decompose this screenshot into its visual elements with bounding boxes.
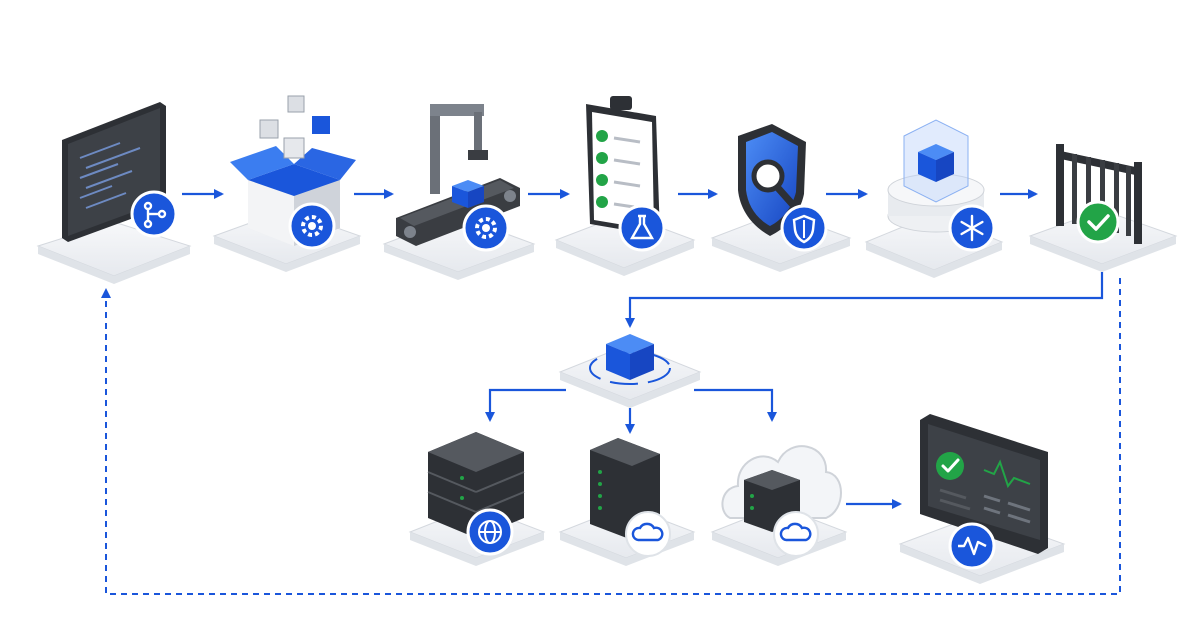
- shield-icon: [780, 204, 828, 252]
- stage-test[interactable]: [554, 96, 696, 276]
- blue-cube-icon: [606, 334, 654, 380]
- dashboard-monitor-icon: [920, 414, 1048, 554]
- stage-build[interactable]: [382, 104, 536, 280]
- target-web-servers[interactable]: [408, 432, 546, 566]
- target-cloud-hosting[interactable]: [710, 445, 848, 566]
- stage-security-scan[interactable]: [710, 124, 852, 272]
- distribution-release-artifact[interactable]: [558, 334, 702, 408]
- checkmark-icon: [1076, 200, 1120, 244]
- globe-icon: [466, 508, 514, 556]
- stage-source-code[interactable]: [36, 102, 192, 284]
- monitoring-dashboard[interactable]: [898, 414, 1066, 584]
- stage-package[interactable]: [212, 95, 362, 272]
- clipboard-checklist-icon: [586, 96, 660, 236]
- distribution-arrows: [485, 388, 902, 509]
- stage-artifact-store[interactable]: [864, 119, 1004, 278]
- gate-to-distribution-arrow: [625, 272, 1104, 328]
- stage-approval-gate[interactable]: [1028, 144, 1178, 272]
- pulse-icon: [948, 522, 996, 570]
- snowflake-icon: [948, 204, 996, 252]
- cloud-icon: [625, 511, 671, 557]
- cloud-icon: [773, 511, 819, 557]
- flask-icon: [618, 204, 666, 252]
- gate-icon: [1056, 144, 1142, 244]
- feedback-loop: [101, 278, 1121, 595]
- target-cloud-server[interactable]: [558, 438, 696, 566]
- git-branch-icon: [130, 190, 178, 238]
- gear-icon: [462, 204, 510, 252]
- shield-magnifier-icon: [738, 124, 806, 236]
- robotic-arm-conveyor-icon: [396, 104, 520, 246]
- gear-icon: [288, 202, 336, 250]
